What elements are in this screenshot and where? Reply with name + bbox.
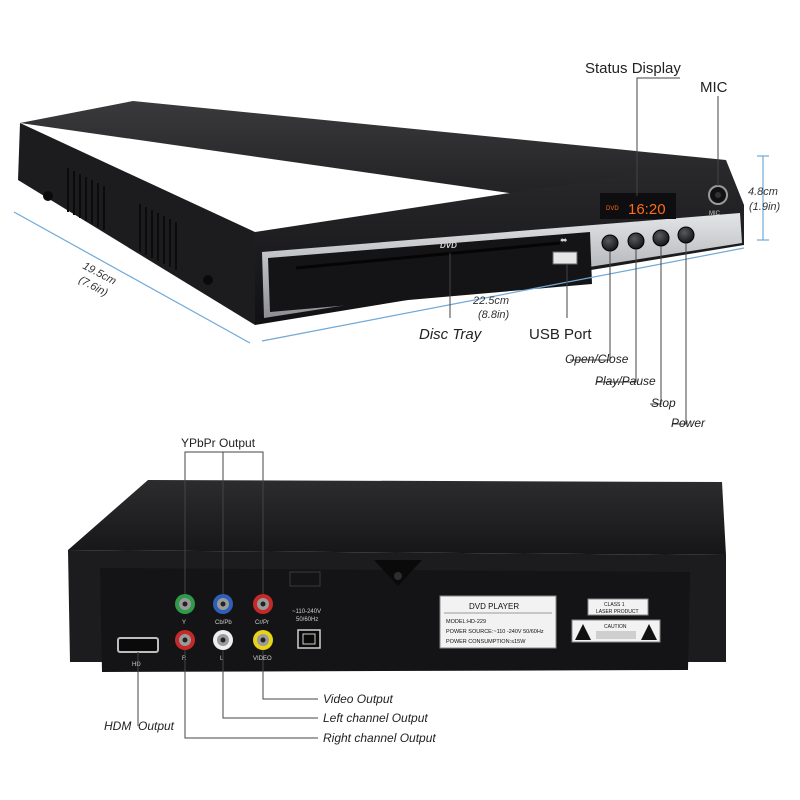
video-output-label: Video Output bbox=[323, 692, 393, 706]
power-spec-line2: 50/60Hz bbox=[296, 617, 318, 623]
hd-tag: HD bbox=[132, 662, 141, 668]
mic-tag: MIC bbox=[709, 211, 721, 217]
play-icon: ▶ bbox=[632, 226, 637, 232]
nameplate-power-consumption: POWER CONSUMPTION:≤15W bbox=[446, 639, 526, 645]
hdmi-port[interactable] bbox=[117, 637, 159, 653]
height-label-in: (1.9in) bbox=[749, 201, 781, 213]
depth-dim-line bbox=[13, 211, 251, 344]
back-view: HD Y Cb/Pb Cr/Pr R L VIDEO ~110-240V 50/… bbox=[68, 436, 726, 745]
back-callouts bbox=[137, 451, 318, 739]
jack-audio-left[interactable] bbox=[213, 630, 233, 650]
disc-tray-label: Disc Tray bbox=[419, 326, 483, 343]
jack-label-cr: Cr/Pr bbox=[255, 620, 269, 626]
top-surface bbox=[20, 101, 726, 206]
nameplate-power-source: POWER SOURCE:~110 -240V 50/60Hz bbox=[446, 629, 544, 635]
laser-line2: LASER PRODUCT bbox=[596, 609, 639, 615]
left-channel-output-label: Left channel Output bbox=[323, 711, 428, 725]
jack-audio-right[interactable] bbox=[175, 630, 195, 650]
left-vents bbox=[67, 168, 177, 270]
jack-video[interactable] bbox=[253, 630, 273, 650]
open-close-button[interactable] bbox=[601, 234, 619, 252]
stop-label: Stop bbox=[651, 396, 676, 410]
width-dim-line bbox=[261, 247, 745, 342]
front-view: DVD ⬌ DVD 16:20 MIC ▶ 19.5cm (7.6in) 22.… bbox=[13, 60, 781, 430]
side-screw bbox=[203, 275, 213, 285]
front-logo: DVD bbox=[440, 241, 457, 250]
stop-button[interactable] bbox=[652, 229, 670, 247]
jack-cb[interactable] bbox=[213, 594, 233, 614]
status-display bbox=[600, 193, 676, 219]
front-callouts bbox=[449, 77, 719, 425]
jack-label-y: Y bbox=[182, 620, 186, 626]
rear-vent bbox=[289, 571, 321, 587]
play-pause-button[interactable] bbox=[627, 232, 645, 250]
usb-icon: ⬌ bbox=[560, 235, 568, 245]
play-pause-label: Play/Pause bbox=[595, 374, 656, 388]
nameplate-model: MODEL:HD-229 bbox=[446, 619, 486, 625]
disc-slot bbox=[295, 241, 561, 270]
nameplate-title: DVD PLAYER bbox=[469, 602, 519, 611]
width-label: 22.5cm bbox=[472, 295, 509, 307]
height-label: 4.8cm bbox=[748, 186, 778, 198]
nameplate bbox=[439, 595, 557, 649]
open-close-label: Open/Close bbox=[565, 352, 629, 366]
rear-screw bbox=[394, 572, 402, 580]
status-display-label: Status Display bbox=[585, 60, 681, 77]
usb-port-label: USB Port bbox=[529, 326, 592, 343]
caution-fineprint bbox=[596, 631, 636, 639]
jack-label-l: L bbox=[220, 656, 224, 662]
jack-cr[interactable] bbox=[253, 594, 273, 614]
side-screw bbox=[43, 191, 53, 201]
usb-port[interactable] bbox=[552, 251, 578, 265]
back-top-surface bbox=[68, 480, 726, 555]
power-inlet-core bbox=[302, 633, 316, 645]
power-inlet[interactable] bbox=[297, 629, 321, 649]
display-time: 16:20 bbox=[628, 201, 666, 218]
width-label-in: (8.8in) bbox=[478, 309, 510, 321]
black-panel-inner bbox=[268, 232, 592, 312]
hdmi-output-label: HDM Output bbox=[104, 719, 175, 733]
jack-y[interactable] bbox=[175, 594, 195, 614]
warning-triangle-icon bbox=[575, 624, 591, 640]
laser-label bbox=[587, 598, 649, 616]
power-spec-line1: ~110-240V bbox=[292, 609, 321, 615]
mic-jack-core bbox=[715, 192, 721, 198]
power-label: Power bbox=[671, 416, 706, 430]
laser-triangle-icon bbox=[641, 624, 657, 640]
left-side bbox=[18, 123, 255, 325]
display-tag: DVD bbox=[606, 206, 619, 212]
caution-text: CAUTION bbox=[604, 624, 627, 630]
jack-label-cb: Cb/Pb bbox=[215, 620, 232, 626]
ypbpr-output-label: YPbPr Output bbox=[181, 436, 256, 450]
right-channel-output-label: Right channel Output bbox=[323, 731, 436, 745]
power-button[interactable] bbox=[677, 226, 695, 244]
laser-line1: CLASS 1 bbox=[604, 602, 625, 608]
mic-label: MIC bbox=[700, 79, 728, 96]
